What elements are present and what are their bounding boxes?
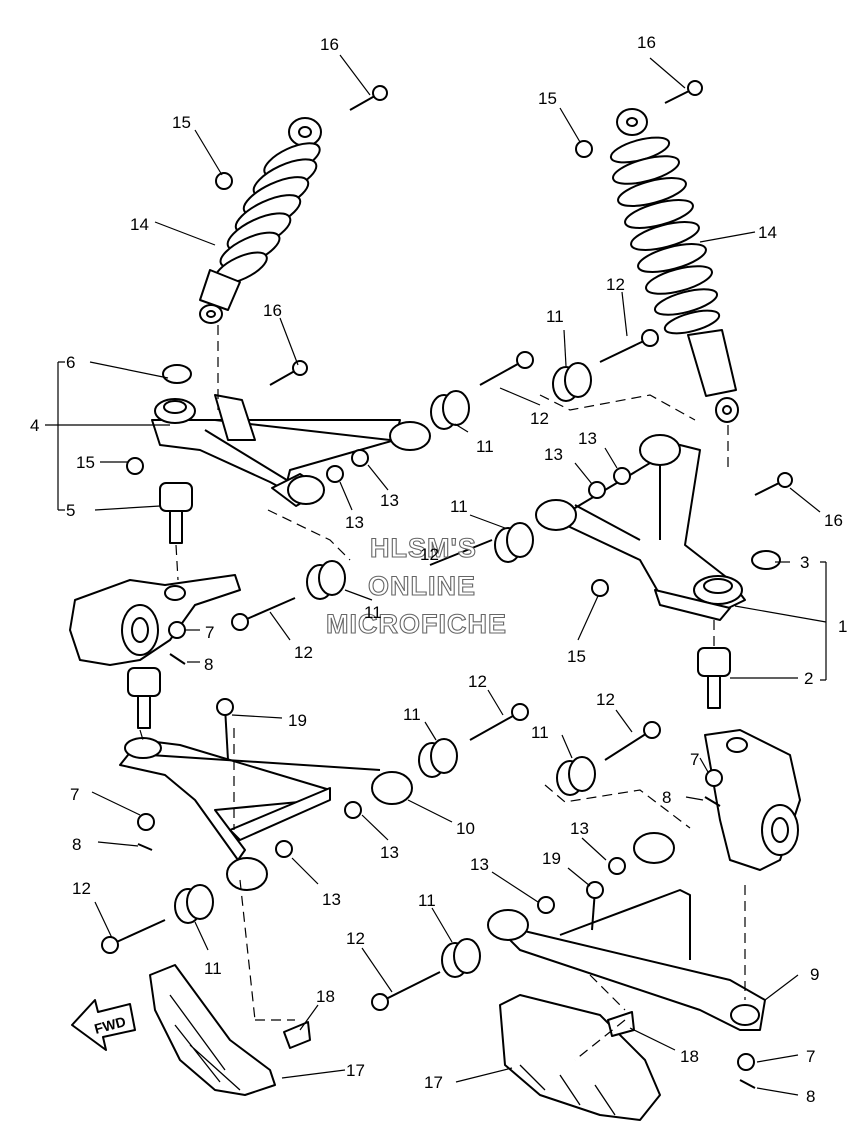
callout-8: 8 (204, 655, 213, 674)
callout-13: 13 (380, 491, 399, 510)
callout-1: 1 (838, 617, 847, 636)
arm-guard-left (149, 964, 311, 1096)
ball-joint-left-lower (127, 667, 161, 729)
callout-16: 16 (637, 33, 656, 52)
callout-7: 7 (806, 1047, 815, 1066)
callout-11: 11 (476, 437, 494, 456)
callout-13: 13 (470, 855, 489, 874)
callout-12: 12 (72, 879, 91, 898)
callout-11: 11 (546, 307, 564, 326)
callout-6: 6 (66, 353, 75, 372)
circlip-set (162, 364, 781, 570)
callout-4: 4 (30, 416, 39, 435)
callout-18: 18 (316, 987, 335, 1006)
callout-13: 13 (380, 843, 399, 862)
callout-9: 9 (810, 965, 819, 984)
ball-joint-right (697, 647, 731, 709)
callout-16: 16 (320, 35, 339, 54)
callout-11: 11 (364, 603, 382, 622)
nut-set (126, 140, 755, 1071)
callout-15: 15 (172, 113, 191, 132)
shock-absorber-left (199, 117, 322, 324)
callout-13: 13 (345, 513, 364, 532)
ball-joint-left-upper (159, 482, 193, 544)
callout-15: 15 (76, 453, 95, 472)
callout-16: 16 (824, 511, 843, 530)
callout-15: 15 (567, 647, 586, 666)
callout-13: 13 (544, 445, 563, 464)
callout-12: 12 (420, 545, 439, 564)
callout-17: 17 (346, 1061, 365, 1080)
callout-18: 18 (680, 1047, 699, 1066)
bushing-set (174, 362, 596, 978)
watermark: HLSM'S ONLINE MICROFICHE (325, 532, 507, 639)
arm-guard-right (499, 994, 661, 1121)
forward-direction-arrow: FWD (71, 999, 136, 1051)
callout-3: 3 (800, 553, 809, 572)
fwd-label: FWD (92, 1013, 127, 1037)
callout-10: 10 (456, 819, 475, 838)
callout-7: 7 (690, 750, 699, 769)
callout-7: 7 (205, 623, 214, 642)
lower-arm-left (119, 737, 413, 891)
callout-labels: 16 15 14 16 6 4 15 5 13 13 11 12 16 15 1… (30, 33, 847, 1106)
callout-7: 7 (70, 785, 79, 804)
callout-8: 8 (806, 1087, 815, 1106)
callout-12: 12 (346, 929, 365, 948)
callout-11: 11 (418, 891, 436, 910)
callout-11: 11 (204, 959, 222, 978)
lower-arm-right (487, 832, 766, 1031)
callout-13: 13 (322, 890, 341, 909)
callout-13: 13 (578, 429, 597, 448)
watermark-line3: MICROFICHE (326, 609, 507, 639)
bolt-set (101, 80, 793, 1011)
callout-12: 12 (606, 275, 625, 294)
callout-13: 13 (570, 819, 589, 838)
callout-12: 12 (530, 409, 549, 428)
callout-17: 17 (424, 1073, 443, 1092)
callout-11: 11 (403, 705, 421, 724)
watermark-line1: HLSM'S (370, 533, 477, 563)
callout-19: 19 (288, 711, 307, 730)
shock-absorber-right (609, 108, 739, 423)
callout-11: 11 (531, 723, 549, 742)
steering-knuckle-right (704, 729, 801, 871)
callout-15: 15 (538, 89, 557, 108)
upper-arm-right (535, 434, 746, 621)
callout-14: 14 (758, 223, 777, 242)
callout-8: 8 (72, 835, 81, 854)
steering-knuckle-left (69, 574, 241, 666)
callout-5: 5 (66, 501, 75, 520)
callout-8: 8 (662, 788, 671, 807)
callout-2: 2 (804, 669, 813, 688)
callout-16: 16 (263, 301, 282, 320)
callout-12: 12 (468, 672, 487, 691)
callout-19: 19 (542, 849, 561, 868)
callout-12: 12 (596, 690, 615, 709)
cotter-pin-set (137, 653, 756, 1089)
callout-14: 14 (130, 215, 149, 234)
watermark-line2: ONLINE (368, 571, 476, 601)
callout-12: 12 (294, 643, 313, 662)
callout-11: 11 (450, 497, 468, 516)
upper-arm-left (151, 394, 431, 507)
leader-lines (45, 54, 827, 1096)
